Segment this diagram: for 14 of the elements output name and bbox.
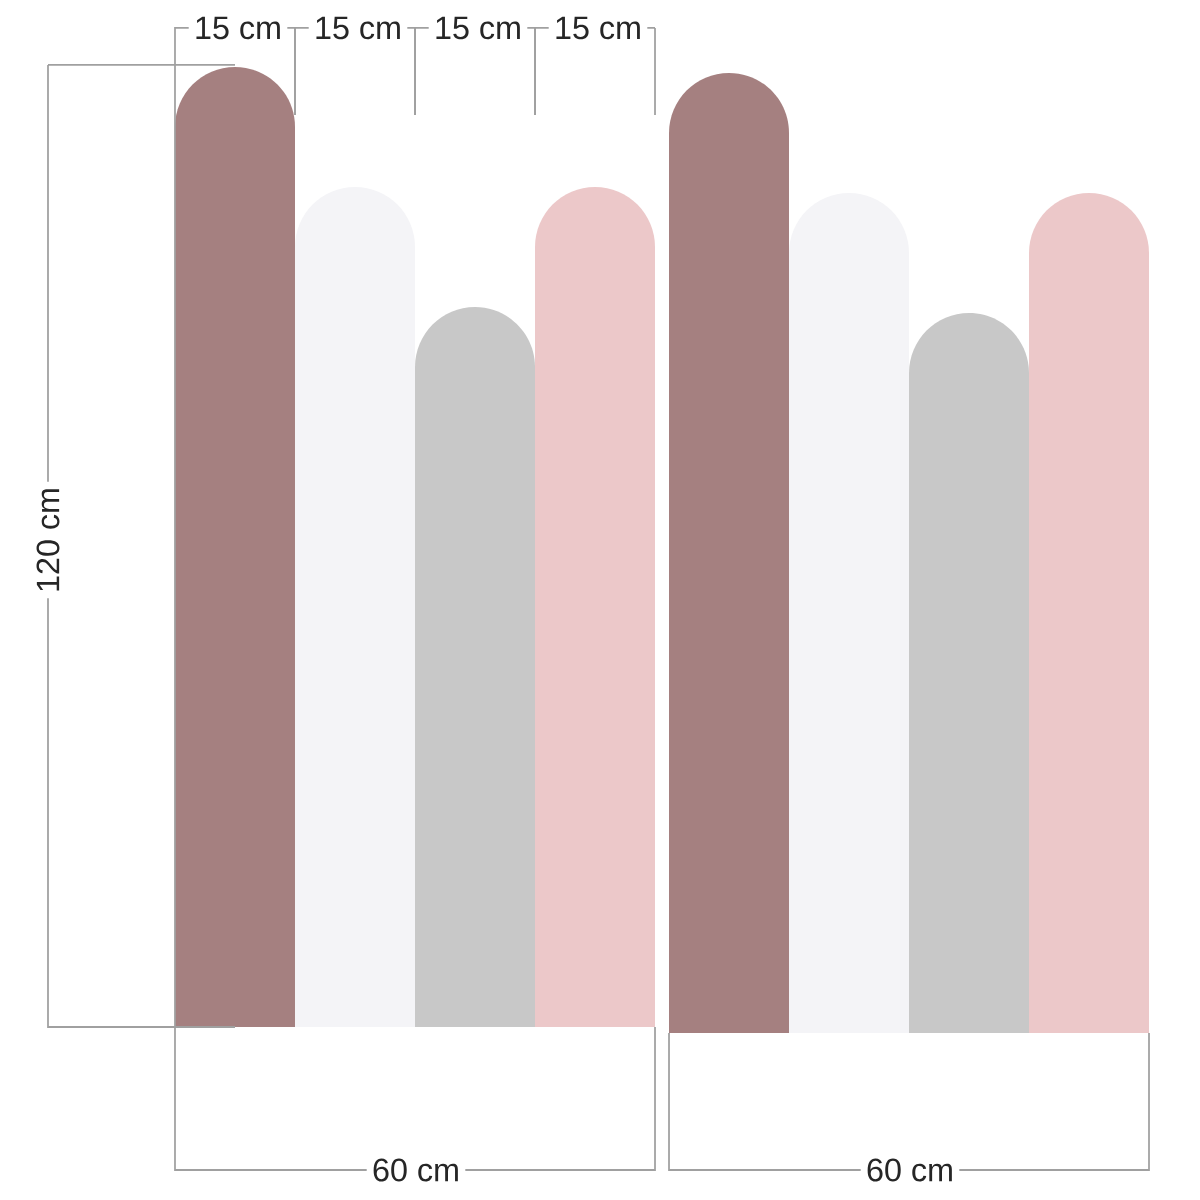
panel — [909, 313, 1029, 1033]
panel — [669, 73, 789, 1033]
panel — [295, 187, 415, 1027]
dimension-label: 120 cm — [31, 481, 65, 599]
panel — [1029, 193, 1149, 1033]
panel — [535, 187, 655, 1027]
panel — [789, 193, 909, 1033]
dimension-label: 15 cm — [548, 11, 648, 45]
dimension-label: 15 cm — [428, 11, 528, 45]
panel — [415, 307, 535, 1027]
dimension-label: 15 cm — [308, 11, 408, 45]
dimension-label: 15 cm — [188, 11, 288, 45]
dimension-label: 60 cm — [860, 1153, 960, 1187]
dimension-label: 60 cm — [366, 1153, 466, 1187]
